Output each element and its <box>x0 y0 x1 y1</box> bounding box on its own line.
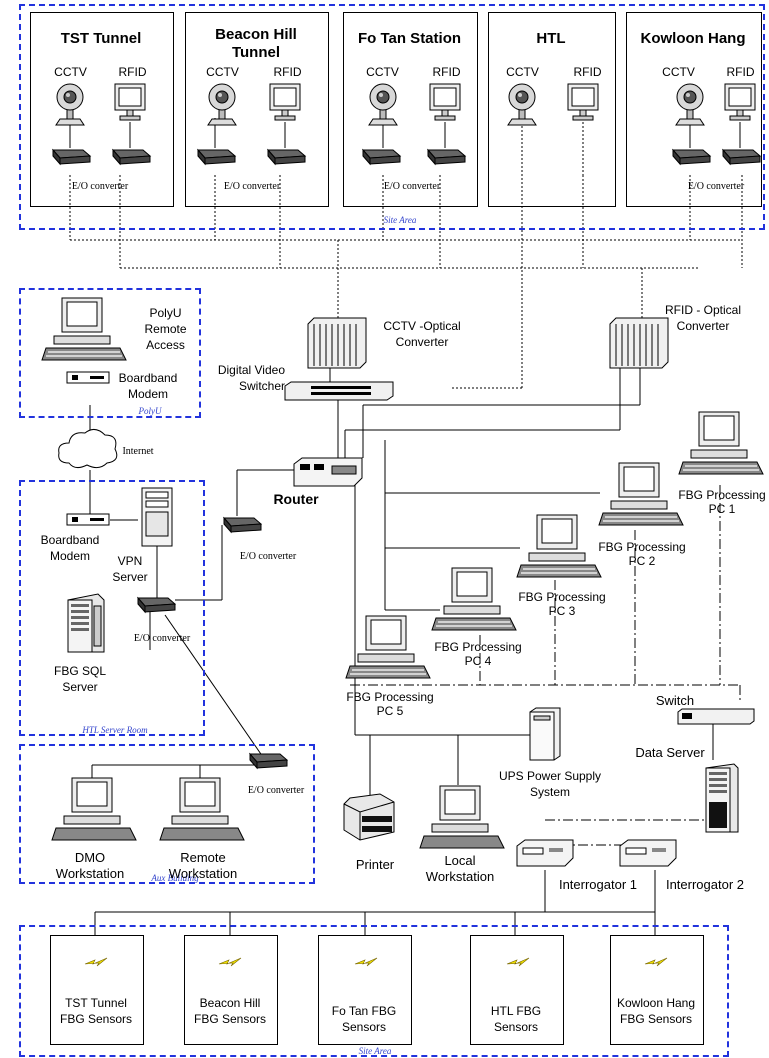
sensor-box-kowloon <box>610 935 704 1045</box>
video-switcher-icon <box>284 381 394 401</box>
rfid-optical-converter-icon <box>609 317 669 369</box>
eo-label-beacon: E/O converter <box>223 181 281 192</box>
processing-pc-1-label: FBG Processing PC 1 <box>678 488 766 516</box>
sql-server-tower-icon <box>67 593 105 653</box>
sensor-box-beacon <box>184 935 278 1045</box>
site-box-fotan <box>343 12 478 207</box>
site-name-tst: TST Tunnel <box>60 30 142 47</box>
eo-label-tst: E/O converter <box>71 181 129 192</box>
rfid-label-tst: RFID <box>118 65 147 79</box>
processing-pc-5-label: FBG Processing PC 5 <box>346 690 434 718</box>
server-room-eo-label: E/O converter <box>133 633 191 644</box>
server-room-area-box <box>19 480 205 736</box>
local-workstation-label: Local Workstation <box>425 853 495 884</box>
aux-area-box <box>19 744 315 884</box>
polyu-remote-access-label: PolyU Remote Access <box>144 306 187 352</box>
local-workstation-icon <box>419 785 505 849</box>
dmo-workstation-icon <box>51 777 137 841</box>
sensor-label-fotan: Fo Tan FBG Sensors <box>331 1004 397 1034</box>
vpn-server-label: VPN Server <box>112 554 148 584</box>
processing-pc-icons <box>345 411 764 679</box>
cctv-label-tst: CCTV <box>54 65 87 79</box>
site-name-fotan: Fo Tan Station <box>357 30 462 47</box>
site-area-top-label: Site Area <box>383 215 417 225</box>
internet-cloud-icon <box>58 429 118 469</box>
internet-label: Internet <box>122 446 154 457</box>
sensor-label-htl: HTL FBG Sensors <box>490 1004 542 1034</box>
rfid-converter-label: RFID - Optical Converter <box>664 303 741 333</box>
eo-converter-icon <box>136 596 176 614</box>
aux-area-label: Aux Building <box>151 873 199 883</box>
interrogator-1-icon <box>516 839 574 867</box>
printer-icon <box>343 793 395 841</box>
site-box-kowloon <box>626 12 762 207</box>
cctv-label-beacon: CCTV <box>206 65 239 79</box>
sensor-label-tst: TST Tunnel FBG Sensors <box>59 996 133 1026</box>
site-name-htl: HTL <box>536 30 566 47</box>
cctv-label-fotan: CCTV <box>366 65 399 79</box>
switch-icon <box>677 708 755 725</box>
sql-server-label: FBG SQL Server <box>53 664 106 694</box>
eo-converter-icon <box>248 752 288 770</box>
sensor-label-beacon: Beacon Hill FBG Sensors <box>193 996 267 1026</box>
video-switcher-label: Digital Video Switcher <box>217 363 285 393</box>
sensor-box-tst <box>50 935 144 1045</box>
rfid-label-htl: RFID <box>573 65 602 79</box>
site-box-htl <box>488 12 616 207</box>
server-room-area-label: HTL Server Room <box>82 725 148 735</box>
desktop-pc-icon <box>41 297 127 361</box>
remote-workstation-icon <box>159 777 245 841</box>
vpn-server-tower-icon <box>141 487 173 547</box>
router-eo-label: E/O converter <box>239 551 297 562</box>
aux-eo-label: E/O converter <box>247 785 305 796</box>
router-label: Router <box>273 491 319 507</box>
site-area-top-box <box>19 4 765 230</box>
rfid-label-beacon: RFID <box>273 65 302 79</box>
sensor-box-fotan <box>318 935 412 1045</box>
eo-label-kowloon: E/O converter <box>687 181 745 192</box>
data-server-label: Data Server <box>635 745 705 760</box>
interrogator-2-label: Interrogator 2 <box>665 877 745 892</box>
printer-label: Printer <box>355 857 395 872</box>
cctv-label-kowloon: CCTV <box>662 65 695 79</box>
polyu-area-box <box>19 288 201 418</box>
site-area-bottom-label: Site Area <box>358 1046 392 1056</box>
interrogator-1-label: Interrogator 1 <box>558 877 638 892</box>
rfid-label-kowloon: RFID <box>726 65 755 79</box>
remote-workstation-label: Remote Workstation <box>168 850 238 881</box>
cctv-converter-label: CCTV -Optical Converter <box>383 319 461 349</box>
eo-label-fotan: E/O converter <box>383 181 441 192</box>
switch-label: Switch <box>655 693 695 708</box>
processing-pc-3-label: FBG Processing PC 3 <box>518 590 606 618</box>
ups-icon <box>529 707 561 761</box>
cctv-optical-converter-icon <box>307 317 367 369</box>
sensor-label-kowloon: Kowloon Hang FBG Sensors <box>616 996 696 1026</box>
modem-icon <box>66 371 110 384</box>
site-name-kowloon: Kowloon Hang <box>640 30 746 47</box>
ups-label: UPS Power Supply System <box>498 769 602 799</box>
lightning-icons <box>84 957 668 967</box>
cctv-label-htl: CCTV <box>506 65 539 79</box>
processing-pc-4-label: FBG Processing PC 4 <box>434 640 522 668</box>
sensor-box-htl <box>470 935 564 1045</box>
router-icon <box>293 457 363 487</box>
dmo-workstation-label: DMO Workstation <box>55 850 125 881</box>
site-box-beacon <box>185 12 329 207</box>
modem-icon <box>66 513 110 526</box>
eo-converter-icon <box>222 516 262 534</box>
polyu-modem-label: Boardband Modem <box>118 371 178 401</box>
data-server-tower-icon <box>705 763 739 833</box>
server-room-modem-label: Boardband Modem <box>40 533 100 563</box>
interrogator-2-icon <box>619 839 677 867</box>
site-box-tst <box>30 12 174 207</box>
processing-pc-2-label: FBG Processing PC 2 <box>598 540 686 568</box>
polyu-area-label: PolyU <box>138 406 162 416</box>
site-name-beacon: Beacon Hill Tunnel <box>215 26 297 61</box>
rfid-label-fotan: RFID <box>432 65 461 79</box>
